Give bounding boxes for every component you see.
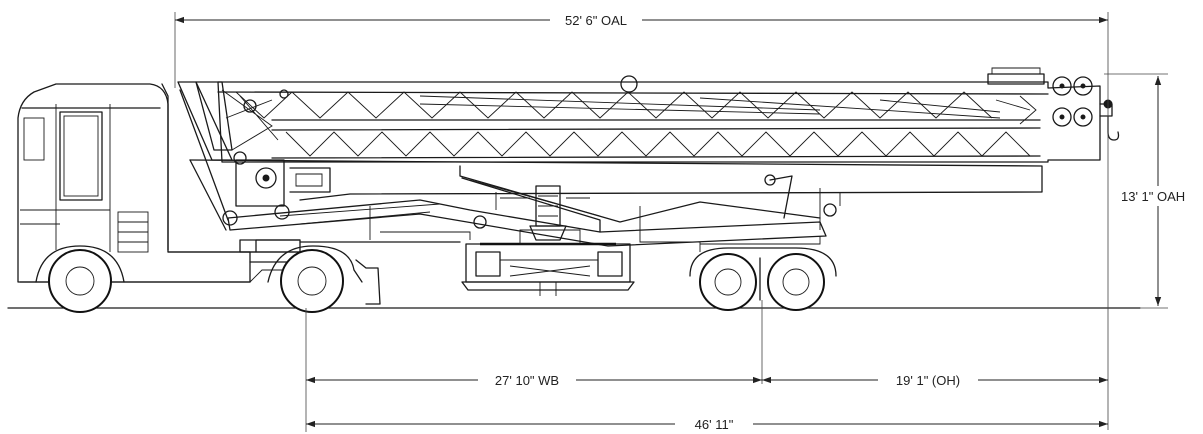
boom-top-sheave [620, 75, 638, 93]
cab-window [59, 111, 103, 201]
rear-wheel-1 [699, 253, 757, 311]
dimension-overall-height: 13' 1" OAH [1118, 76, 1202, 306]
jib-head [987, 67, 1120, 141]
overhang-label: 19' 1" (OH) [896, 373, 960, 388]
cab-side-mirror [23, 117, 45, 161]
overall-length-label: 52' 6" OAL [565, 13, 627, 28]
rear-bogie [689, 236, 837, 301]
front-wheel [35, 245, 125, 313]
crane-hook [1107, 115, 1120, 141]
trailer-frame [179, 89, 1043, 252]
front-axle-to-end-label: 46' 11" [695, 417, 734, 432]
winch-drum [255, 167, 277, 189]
lattice-boom [177, 75, 1101, 165]
outrigger-base [461, 229, 635, 296]
truck-chassis [167, 239, 301, 283]
overall-height-label: 13' 1" OAH [1121, 189, 1185, 204]
extension-lines [174, 12, 1168, 432]
wheelbase-label: 27' 10" WB [495, 373, 559, 388]
counterweight-top [987, 73, 1045, 85]
truck-cab [17, 83, 251, 283]
drive-wheel [267, 245, 381, 313]
dimension-wheelbase: 27' 10" WB [306, 371, 762, 389]
rear-wheel-2 [767, 253, 825, 311]
dimension-overall-length: 52' 6" OAL [175, 11, 1108, 29]
dimension-front-axle-to-end: 46' 11" [306, 415, 1108, 433]
dimension-overhang: 19' 1" (OH) [762, 371, 1108, 389]
